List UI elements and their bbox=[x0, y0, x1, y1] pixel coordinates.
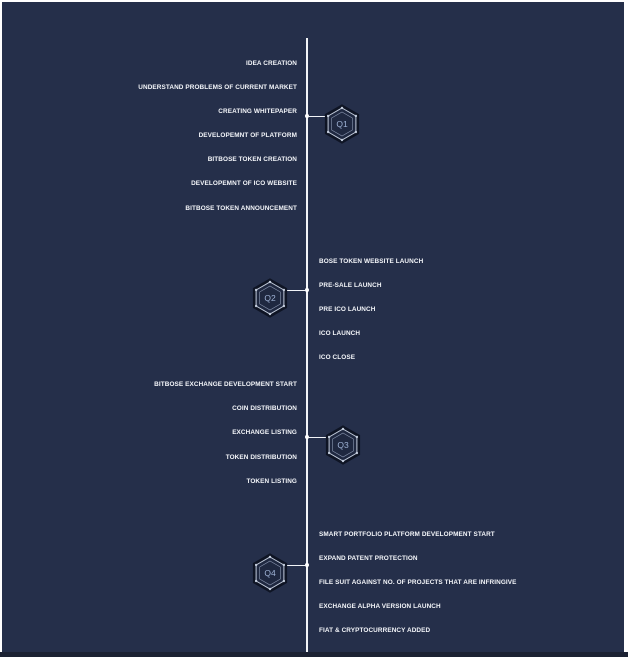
roadmap-item: FILE SUIT AGAINST NO. OF PROJECTS THAT A… bbox=[319, 579, 517, 586]
quarter-badge-q3: Q3 bbox=[323, 425, 363, 465]
hexagon-icon bbox=[325, 425, 361, 465]
roadmap-panel: IDEA CREATION UNDERSTAND PROBLEMS OF CUR… bbox=[2, 2, 624, 652]
roadmap-item: IDEA CREATION bbox=[245, 60, 297, 67]
roadmap-item: DEVELOPEMNT OF PLATFORM bbox=[198, 132, 297, 139]
roadmap-item: FIAT & CRYPTOCURRENCY ADDED bbox=[319, 627, 431, 634]
roadmap-item: COIN DISTRIBUTION bbox=[232, 405, 297, 412]
roadmap-item: PRE ICO LAUNCH bbox=[319, 306, 376, 313]
roadmap-item: BITBOSE EXCHANGE DEVELOPMENT START bbox=[154, 381, 297, 388]
roadmap-item: PRE-SALE LAUNCH bbox=[319, 282, 382, 289]
roadmap-item: SMART PORTFOLIO PLATFORM DEVELOPMENT STA… bbox=[319, 531, 495, 538]
quarter-label: Q3 bbox=[337, 440, 349, 450]
roadmap-item: TOKEN DISTRIBUTION bbox=[225, 454, 297, 461]
badge-connector bbox=[286, 290, 306, 291]
badge-connector bbox=[286, 565, 306, 566]
roadmap-item: EXCHANGE LISTING bbox=[232, 429, 297, 436]
quarter-badge-q2: Q2 bbox=[250, 278, 290, 318]
quarter-label: Q1 bbox=[336, 119, 348, 129]
roadmap-item: TOKEN LISTING bbox=[246, 478, 297, 485]
roadmap-item: UNDERSTAND PROBLEMS OF CURRENT MARKET bbox=[138, 84, 297, 91]
timeline-dot bbox=[305, 288, 309, 292]
hexagon-icon bbox=[252, 278, 288, 318]
roadmap-item: EXPAND PATENT PROTECTION bbox=[319, 555, 418, 562]
roadmap-item: BOSE TOKEN WEBSITE LAUNCH bbox=[319, 258, 424, 265]
badge-connector bbox=[308, 116, 328, 117]
taskbar-strip bbox=[0, 652, 628, 657]
timeline-dot bbox=[305, 114, 309, 118]
badge-connector bbox=[308, 437, 328, 438]
roadmap-item: ICO LAUNCH bbox=[319, 330, 361, 337]
quarter-badge-q4: Q4 bbox=[250, 553, 290, 593]
roadmap-item: BITBOSE TOKEN ANNOUNCEMENT bbox=[185, 205, 297, 212]
roadmap-item: EXCHANGE ALPHA VERSION LAUNCH bbox=[319, 603, 441, 610]
quarter-label: Q2 bbox=[264, 293, 276, 303]
roadmap-item: ICO CLOSE bbox=[319, 354, 356, 361]
timeline-dot bbox=[305, 563, 309, 567]
timeline-axis bbox=[306, 38, 308, 652]
hexagon-icon bbox=[252, 553, 288, 593]
quarter-label: Q4 bbox=[264, 568, 276, 578]
timeline-dot bbox=[305, 435, 309, 439]
hexagon-icon bbox=[324, 104, 360, 144]
roadmap-item: BITBOSE TOKEN CREATION bbox=[207, 156, 297, 163]
roadmap-item: DEVELOPEMNT OF ICO WEBSITE bbox=[191, 180, 297, 187]
roadmap-item: CREATING WHITEPAPER bbox=[218, 108, 297, 115]
quarter-badge-q1: Q1 bbox=[322, 104, 362, 144]
